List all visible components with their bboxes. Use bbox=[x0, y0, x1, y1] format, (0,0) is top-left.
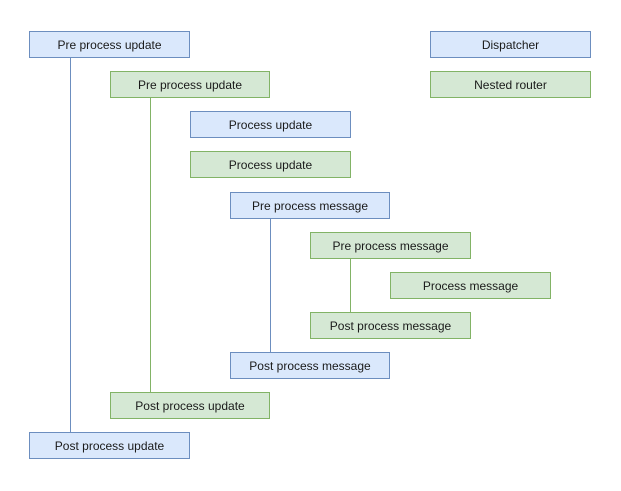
node-process-message-nested-router[interactable]: Process message bbox=[390, 272, 551, 299]
node-pre-process-message-dispatcher[interactable]: Pre process message bbox=[230, 192, 390, 219]
node-post-process-update-dispatcher[interactable]: Post process update bbox=[29, 432, 190, 459]
node-process-update-nested-router[interactable]: Process update bbox=[190, 151, 351, 178]
legend-item-dispatcher[interactable]: Dispatcher bbox=[430, 31, 591, 58]
edge-pre-to-post-process-message-nested-router bbox=[350, 259, 351, 312]
edge-pre-to-post-process-message-dispatcher bbox=[270, 219, 271, 352]
node-post-process-update-nested-router[interactable]: Post process update bbox=[110, 392, 270, 419]
node-post-process-message-nested-router[interactable]: Post process message bbox=[310, 312, 471, 339]
node-process-update-dispatcher[interactable]: Process update bbox=[190, 111, 351, 138]
node-post-process-message-dispatcher[interactable]: Post process message bbox=[230, 352, 390, 379]
node-pre-process-message-nested-router[interactable]: Pre process message bbox=[310, 232, 471, 259]
node-pre-process-update-dispatcher[interactable]: Pre process update bbox=[29, 31, 190, 58]
node-pre-process-update-nested-router[interactable]: Pre process update bbox=[110, 71, 270, 98]
edge-pre-to-post-process-update-dispatcher bbox=[70, 58, 71, 432]
edge-pre-to-post-process-update-nested-router bbox=[150, 98, 151, 392]
legend-item-nested-router[interactable]: Nested router bbox=[430, 71, 591, 98]
